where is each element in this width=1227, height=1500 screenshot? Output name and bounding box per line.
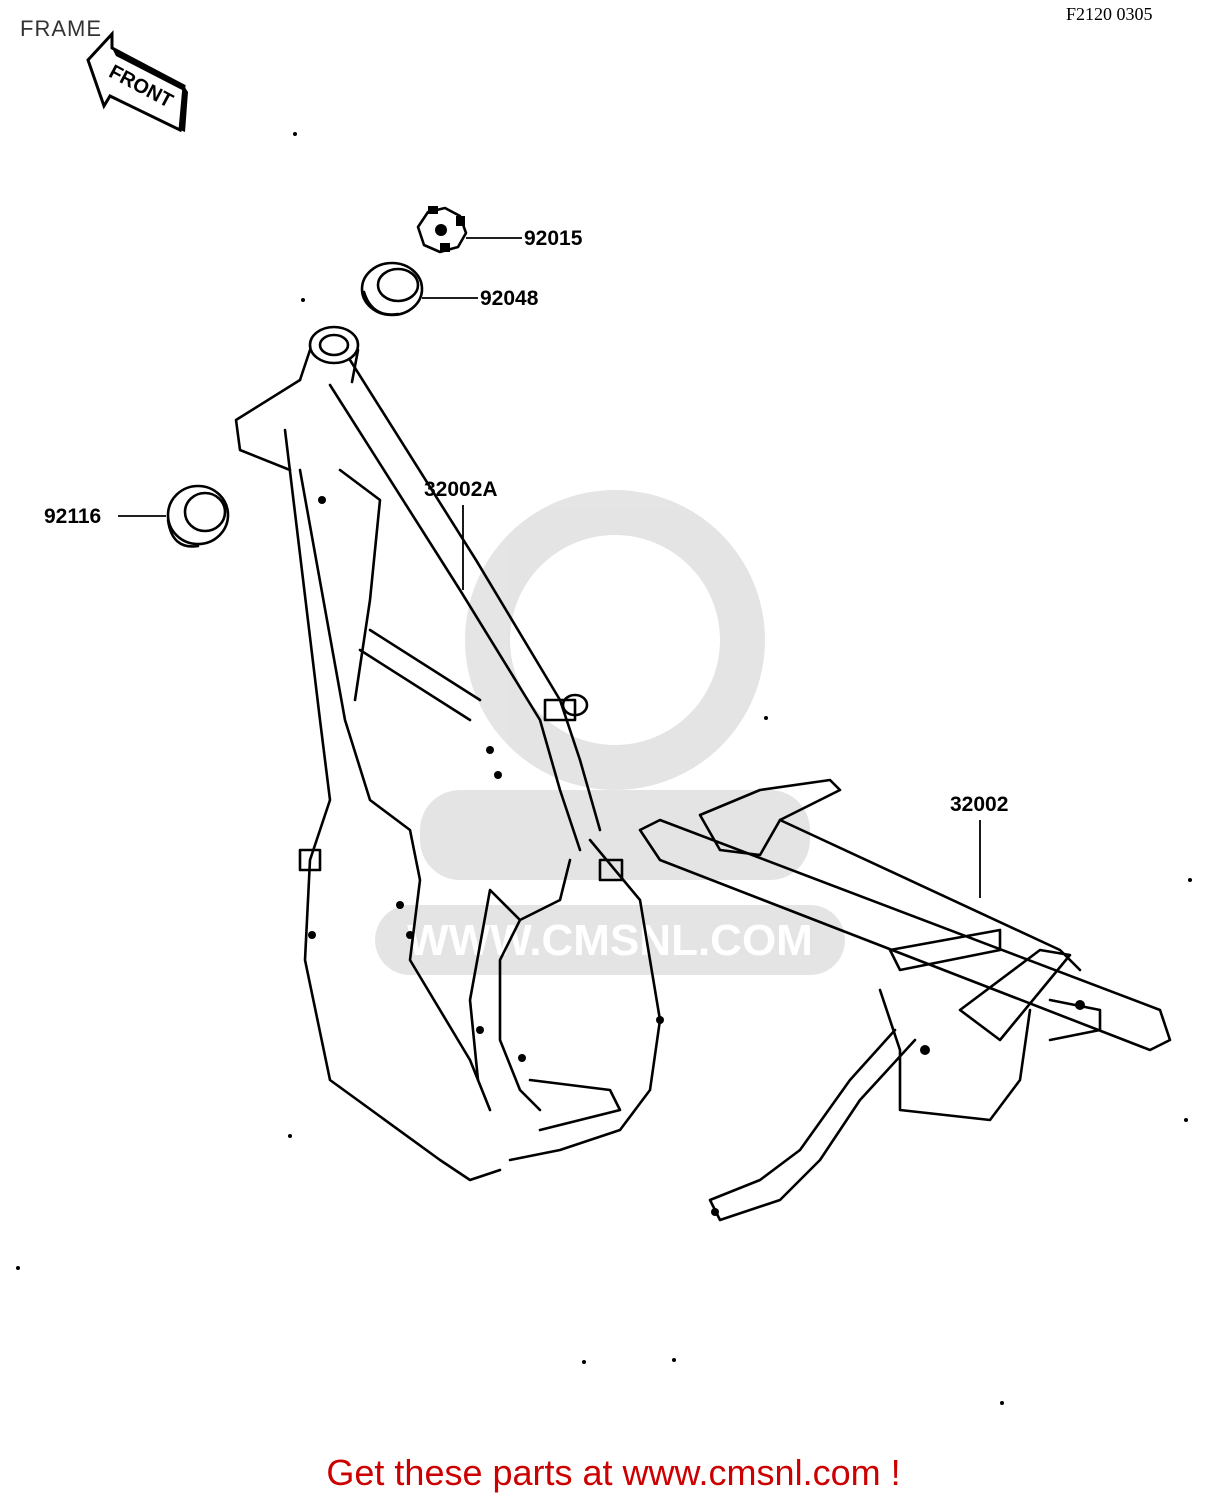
watermark-text: WWW.CMSNL.COM (407, 916, 813, 965)
part-number-92116: 92116 (44, 505, 102, 528)
cmsnl-watermark-logo: WWW.CMSNL.COM (375, 490, 845, 975)
get-parts-link[interactable]: Get these parts at www.cmsnl.com ! (326, 1452, 901, 1493)
scan-specks (16, 132, 1192, 1405)
part-number-32002: 32002 (950, 793, 1009, 816)
front-arrow-icon: FRONT (86, 30, 188, 133)
part-32002a-main-frame-icon (234, 325, 664, 1182)
part-92015-nut-icon (416, 206, 522, 254)
reference-code: F2120 0305 (1066, 4, 1153, 24)
part-number-92015: 92015 (524, 227, 583, 250)
part-92116-bearing-icon (118, 484, 230, 548)
part-32002-rear-frame-icon (638, 778, 1172, 1222)
part-number-92048: 92048 (480, 287, 539, 310)
part-number-32002a: 32002A (424, 478, 498, 501)
part-92048-bearing-race-icon (360, 261, 478, 317)
diagram-title: FRAME (20, 16, 102, 41)
